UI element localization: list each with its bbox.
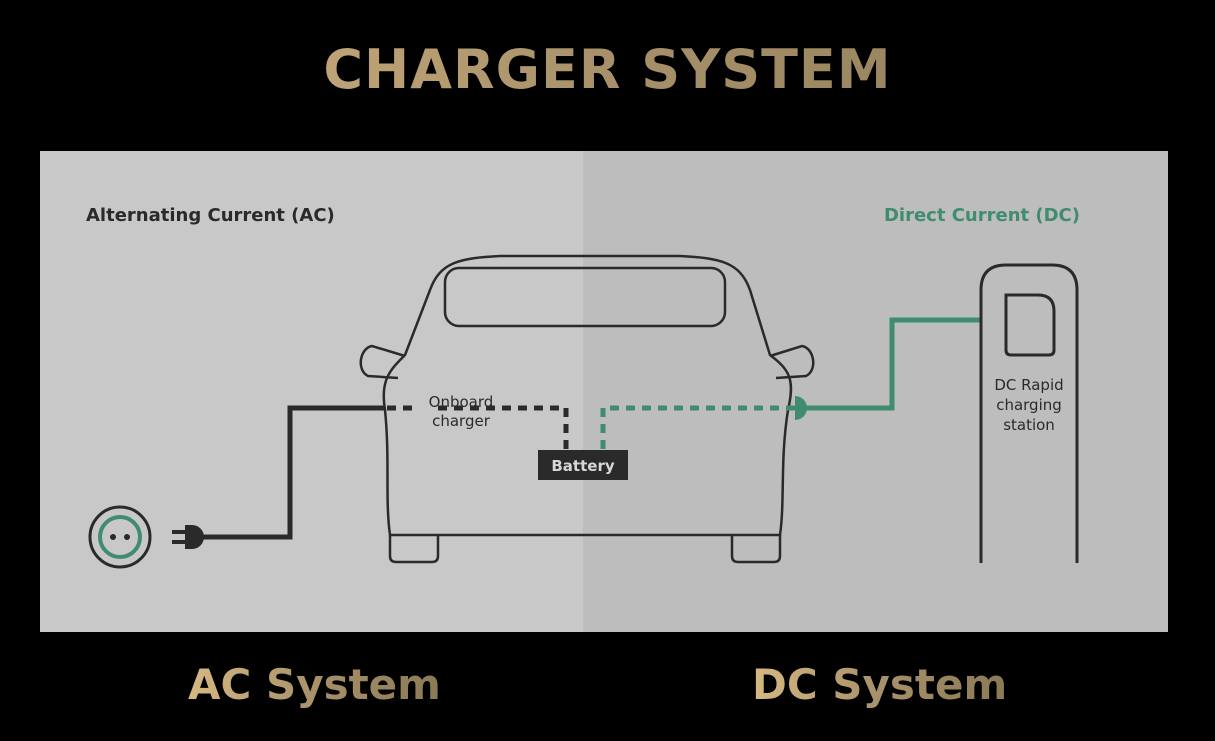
- car-icon: [359, 254, 815, 564]
- onboard-charger-label-2: charger: [432, 412, 491, 430]
- station-label-1: DC Rapid: [994, 376, 1063, 394]
- station-label-3: station: [1003, 416, 1055, 434]
- ac-heading: Alternating Current (AC): [86, 205, 335, 226]
- battery-box: [538, 450, 628, 480]
- ac-wire: [200, 405, 569, 540]
- dc-heading: Direct Current (DC): [884, 205, 1080, 226]
- dc-connector-icon: [795, 396, 807, 420]
- ac-system-caption: AC System: [188, 660, 441, 709]
- dc-wire: [600, 317, 982, 452]
- charging-station-icon: [979, 263, 1079, 563]
- station-label-2: charging: [996, 396, 1062, 414]
- battery-label: Battery: [551, 457, 614, 475]
- page-title: CHARGER SYSTEM: [0, 38, 1215, 101]
- dc-system-caption: DC System: [752, 660, 1008, 709]
- plug-icon: [172, 525, 204, 549]
- onboard-charger-label: Onboard: [429, 393, 494, 411]
- dc-panel: [583, 151, 1168, 632]
- outlet-icon: [88, 505, 152, 569]
